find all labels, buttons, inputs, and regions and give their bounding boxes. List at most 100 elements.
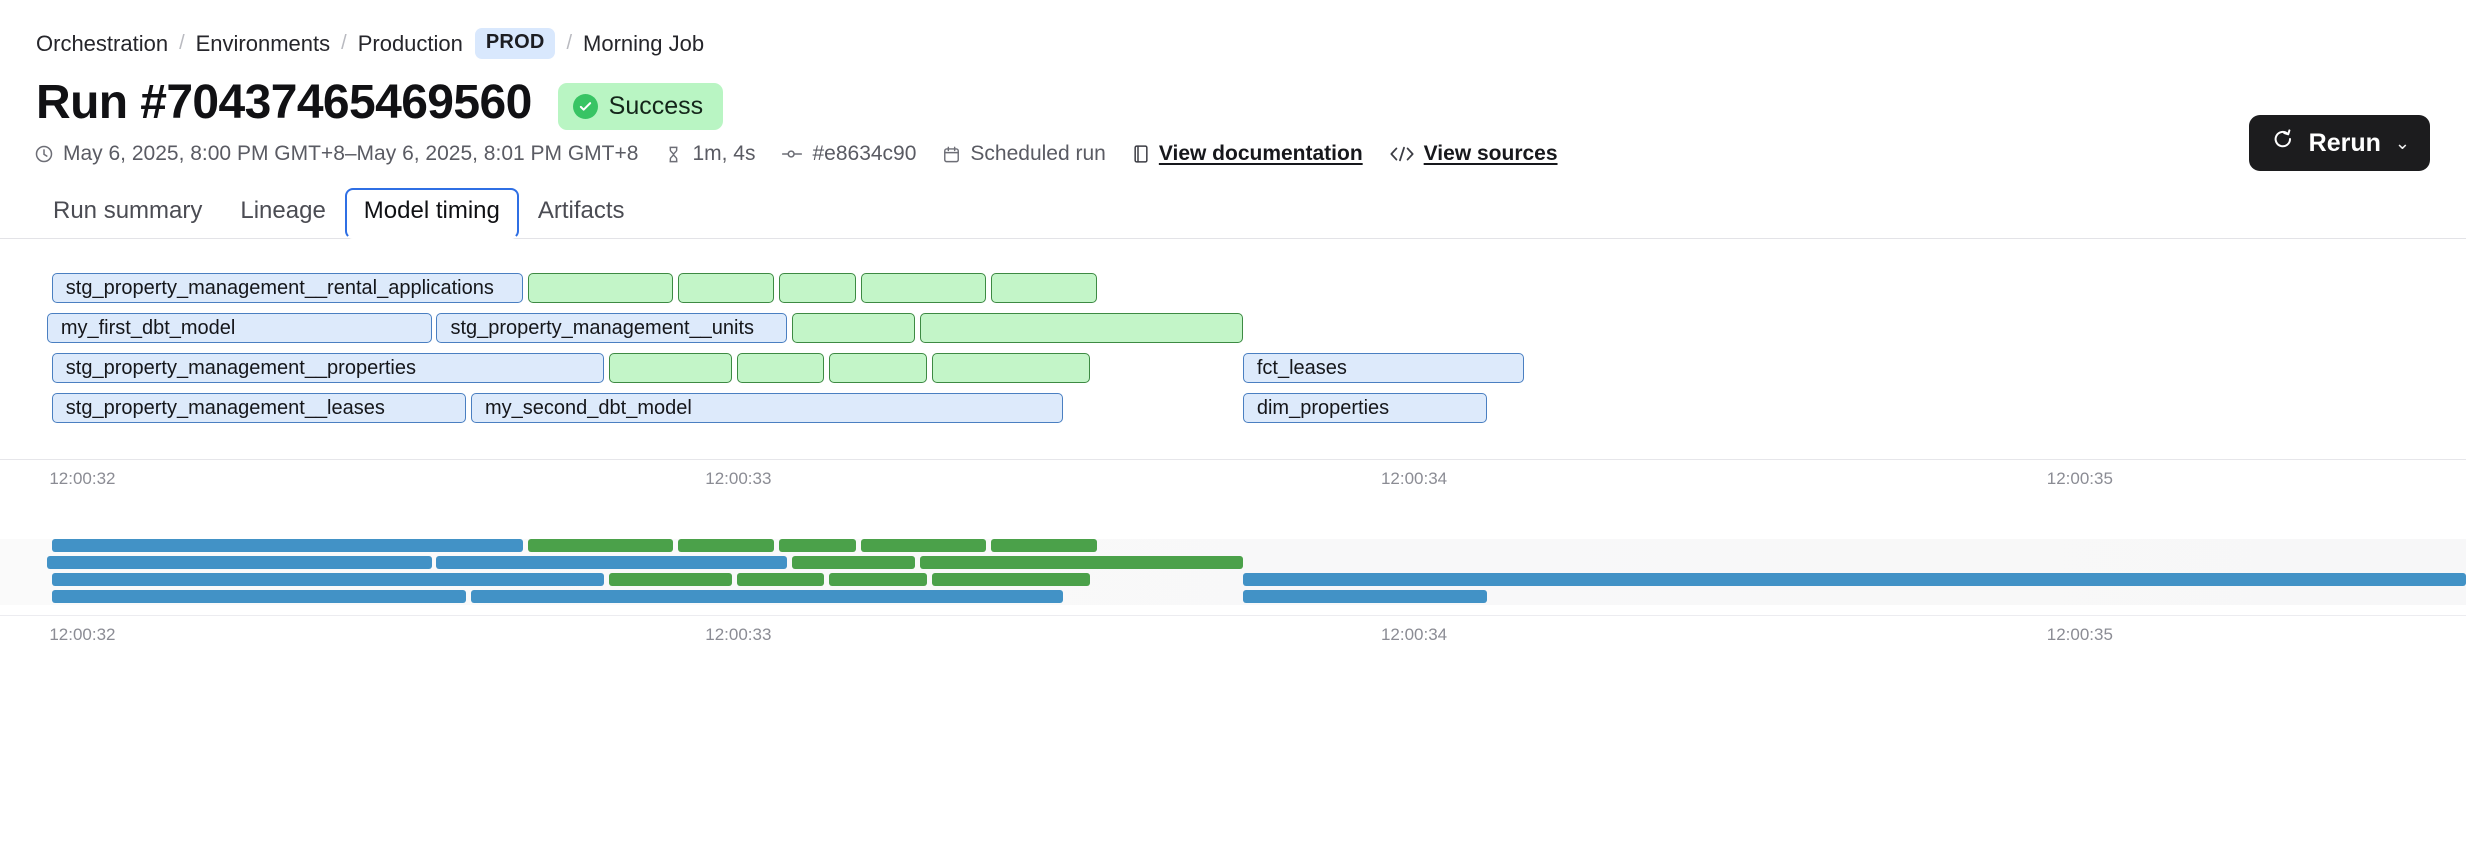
gantt-bar-test[interactable] (828, 353, 928, 383)
rerun-label: Rerun (2308, 128, 2381, 157)
breadcrumb: Orchestration / Environments / Production PRO… (0, 0, 2466, 59)
run-duration-label: 1m, 4s (692, 142, 756, 165)
minimap-axis: 12:00:32 12:00:33 12:00:34 12:00:35 (0, 615, 2466, 647)
run-trigger: Scheduled run (942, 142, 1106, 166)
gantt-bar-fct_leases[interactable]: fct_leases (1242, 353, 1524, 383)
minimap-bar-model[interactable] (51, 573, 605, 586)
axis-tick-label: 12:00:35 (2046, 625, 2113, 644)
breadcrumb-separator: / (566, 32, 573, 54)
gantt-bar-stg_property_management__leases[interactable]: stg_property_management__leases (51, 393, 467, 423)
view-sources[interactable]: View sources (1389, 142, 1558, 166)
gantt-bar-stg_property_management__rental_applications[interactable]: stg_property_management__rental_applicat… (51, 273, 523, 303)
model-timing-chart: stg_property_management__rental_applicat… (0, 273, 2466, 647)
gantt-chart: stg_property_management__rental_applicat… (0, 273, 2466, 443)
tab-lineage[interactable]: Lineage (240, 197, 326, 224)
minimap-bar-test[interactable] (737, 573, 824, 586)
axis-tick-label: 12:00:34 (1380, 625, 1448, 644)
axis-tick-label: 12:00:32 (49, 469, 116, 488)
minimap-bar-model[interactable] (471, 590, 1063, 603)
breadcrumb-item-orchestration[interactable]: Orchestration (36, 30, 169, 56)
gantt-bar-test[interactable] (991, 273, 1098, 303)
axis-tick-label: 12:00:33 (705, 469, 772, 488)
minimap-bar-test[interactable] (791, 556, 915, 569)
tab-run-summary[interactable]: Run summary (53, 197, 203, 224)
view-sources-label[interactable]: View sources (1423, 142, 1558, 165)
minimap-bar-test[interactable] (527, 539, 674, 552)
gantt-bar-test[interactable] (527, 273, 674, 303)
status-label: Success (608, 92, 704, 120)
tab-underline (0, 238, 2466, 239)
minimap-row (0, 556, 2466, 569)
view-documentation-label[interactable]: View documentation (1158, 142, 1363, 165)
minimap-bar-model[interactable] (51, 590, 467, 603)
run-commit-label: #e8634c90 (812, 142, 917, 165)
breadcrumb-badge-prod: PROD (474, 28, 556, 59)
minimap-bar-test[interactable] (919, 556, 1243, 569)
minimap-bar-test[interactable] (932, 573, 1090, 586)
gantt-bar-test[interactable] (737, 353, 824, 383)
view-documentation[interactable]: View documentation (1132, 142, 1363, 166)
gantt-bar-dim_properties[interactable]: dim_properties (1242, 393, 1487, 423)
gantt-bar-my_second_dbt_model[interactable]: my_second_dbt_model (471, 393, 1063, 423)
axis-tick-label: 12:00:34 (1380, 469, 1448, 488)
breadcrumb-separator: / (341, 32, 347, 54)
breadcrumb-item-morning-job: Morning Job (583, 30, 705, 56)
minimap-bar-test[interactable] (828, 573, 928, 586)
gantt-bar-test[interactable] (609, 353, 733, 383)
run-metadata: May 6, 2025, 8:00 PM GMT+8–May 6, 2025, … (0, 130, 2466, 166)
gantt-bar-my_first_dbt_model[interactable]: my_first_dbt_model (46, 313, 432, 343)
gantt-bar-test[interactable] (860, 273, 987, 303)
run-duration: 1m, 4s (664, 142, 755, 166)
breadcrumb-separator: / (179, 32, 185, 54)
gantt-bar-test[interactable] (791, 313, 915, 343)
run-commit: #e8634c90 (781, 142, 916, 166)
minimap-bar-test[interactable] (991, 539, 1098, 552)
minimap-bar-test[interactable] (678, 539, 775, 552)
refresh-icon (2271, 128, 2295, 159)
gantt-row: stg_property_management__rental_applicat… (0, 273, 2466, 303)
minimap-chart[interactable] (0, 539, 2466, 605)
minimap-bar-model[interactable] (1242, 573, 2466, 586)
gantt-bar-test[interactable] (932, 353, 1090, 383)
clock-icon (34, 144, 54, 164)
minimap-row (0, 590, 2466, 603)
gantt-bar-stg_property_management__properties[interactable]: stg_property_management__properties (51, 353, 605, 383)
gantt-bar-test[interactable] (678, 273, 775, 303)
minimap-row (0, 573, 2466, 586)
minimap-bar-model[interactable] (51, 539, 523, 552)
minimap-bar-model[interactable] (46, 556, 432, 569)
hourglass-icon (664, 145, 683, 164)
minimap-panel (0, 539, 2466, 605)
minimap-bar-test[interactable] (779, 539, 856, 552)
minimap-bar-model[interactable] (1242, 590, 1487, 603)
calendar-icon (942, 145, 961, 164)
run-trigger-label: Scheduled run (970, 142, 1106, 165)
minimap-bar-model[interactable] (436, 556, 787, 569)
commit-icon (781, 145, 803, 163)
run-timerange-label: May 6, 2025, 8:00 PM GMT+8–May 6, 2025, … (63, 142, 639, 165)
breadcrumb-item-environments[interactable]: Environments (195, 30, 331, 56)
book-icon (1132, 144, 1150, 164)
tab-artifacts[interactable]: Artifacts (537, 197, 625, 224)
status-badge: Success (557, 83, 724, 130)
rerun-button[interactable]: Rerun ⌄ (2248, 115, 2430, 171)
gantt-bar-stg_property_management__units[interactable]: stg_property_management__units (436, 313, 787, 343)
check-circle-icon (572, 94, 598, 119)
title-row: Run #70437465469560 Success (0, 59, 2466, 130)
axis-tick-label: 12:00:33 (705, 625, 772, 644)
gantt-bar-test[interactable] (919, 313, 1243, 343)
gantt-bar-test[interactable] (779, 273, 856, 303)
code-icon (1389, 145, 1415, 163)
page-title: Run #70437465469560 (36, 76, 532, 130)
minimap-bar-test[interactable] (609, 573, 733, 586)
minimap-row (0, 539, 2466, 552)
minimap-bar-test[interactable] (860, 539, 987, 552)
chevron-down-icon[interactable]: ⌄ (2394, 132, 2410, 153)
tab-model-timing[interactable]: Model timing (344, 188, 519, 239)
run-timerange: May 6, 2025, 8:00 PM GMT+8–May 6, 2025, … (34, 142, 638, 166)
breadcrumb-item-production[interactable]: Production (357, 30, 463, 56)
axis-tick-label: 12:00:32 (49, 625, 116, 644)
